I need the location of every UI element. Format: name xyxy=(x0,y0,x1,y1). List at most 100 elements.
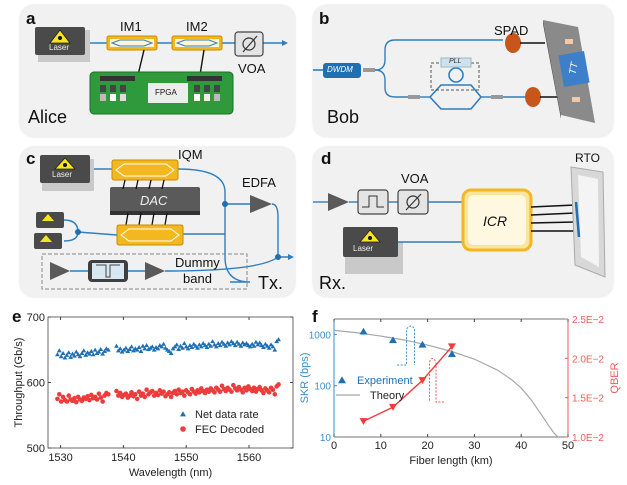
panel-letter: b xyxy=(319,9,330,28)
panel-b-bob: b DWDM PLL SPAD TT Bob xyxy=(313,5,613,137)
data-point-net-data-rate xyxy=(276,337,281,342)
data-point-net-data-rate xyxy=(223,343,229,348)
data-point-net-data-rate xyxy=(180,345,185,350)
data-point-net-data-rate xyxy=(176,346,182,352)
x-tick-label: 50 xyxy=(562,440,574,452)
y-left-tick-label: 1000 xyxy=(309,330,332,341)
legend-label-theory: Theory xyxy=(370,390,405,402)
legend-marker-experiment xyxy=(338,376,346,384)
data-point-net-data-rate xyxy=(206,341,212,346)
data-point-net-data-rate xyxy=(257,340,263,345)
data-point-fec-decoded xyxy=(98,395,104,400)
data-point-net-data-rate xyxy=(215,341,221,346)
data-point-fec-decoded xyxy=(73,399,79,405)
data-point-fec-decoded xyxy=(161,389,166,394)
x-tick-label: 1530 xyxy=(48,452,72,464)
x-tick-label: 10 xyxy=(375,440,387,452)
y-right-tick-label: 1.5E−2 xyxy=(572,394,604,405)
data-point-net-data-rate xyxy=(92,347,98,352)
experiment-data-point xyxy=(359,327,368,335)
data-point-fec-decoded xyxy=(244,388,249,393)
data-point-fec-decoded xyxy=(133,391,138,397)
im1-label: IM1 xyxy=(120,19,142,34)
wire xyxy=(137,49,145,76)
data-point-fec-decoded xyxy=(212,390,217,395)
fpga-label: FPGA xyxy=(155,88,177,97)
data-point-net-data-rate xyxy=(191,341,197,346)
im2-label: IM2 xyxy=(186,19,208,34)
data-point-net-data-rate xyxy=(70,351,75,356)
data-point-fec-decoded xyxy=(272,391,278,397)
data-point-net-data-rate xyxy=(249,341,255,346)
fpga-board-icon xyxy=(89,71,234,115)
panel-letter: d xyxy=(321,149,332,168)
y-right-axis-label: QBER xyxy=(609,362,621,393)
icr-label: ICR xyxy=(483,213,508,229)
laser-icon xyxy=(40,155,94,191)
data-point-net-data-rate xyxy=(151,347,157,352)
data-point-fec-decoded xyxy=(174,391,180,397)
time-tagger-icon xyxy=(543,20,595,123)
iqm-lower-icon xyxy=(116,224,184,246)
x-tick-label: 0 xyxy=(331,440,337,452)
data-point-fec-decoded xyxy=(197,390,202,395)
data-point-net-data-rate xyxy=(236,341,242,346)
data-point-fec-decoded xyxy=(240,390,246,395)
x-tick-label: 1560 xyxy=(237,452,261,464)
data-point-net-data-rate xyxy=(60,350,66,355)
tx-diagram xyxy=(34,155,294,290)
data-point-net-data-rate xyxy=(142,346,148,351)
data-point-net-data-rate xyxy=(270,344,276,349)
laser-label: Laser xyxy=(353,244,374,253)
dummy-band-label-1: Dummy xyxy=(175,255,220,270)
iqm-upper-icon xyxy=(111,159,179,181)
qber-data-point xyxy=(359,418,368,425)
wire xyxy=(199,49,205,76)
tt-label: TT xyxy=(567,61,581,76)
data-point-net-data-rate xyxy=(81,348,87,353)
data-point-net-data-rate xyxy=(96,349,102,354)
x-tick-label: 1550 xyxy=(174,452,198,464)
data-point-fec-decoded xyxy=(66,393,72,398)
data-point-net-data-rate xyxy=(221,341,227,346)
amplifier-icon xyxy=(50,262,70,280)
data-point-net-data-rate xyxy=(230,341,236,346)
data-point-net-data-rate xyxy=(138,348,144,353)
icr-output-wires xyxy=(530,204,576,232)
data-point-net-data-rate xyxy=(77,354,83,359)
pll-label: PLL xyxy=(449,58,462,65)
data-point-net-data-rate xyxy=(198,344,204,349)
qber-line xyxy=(363,346,453,422)
y-left-tick-label: 10 xyxy=(320,433,332,444)
interferometer-icon xyxy=(428,67,483,110)
data-point-net-data-rate xyxy=(88,348,94,353)
panel-c-tx: c Laser IQM DAC EDFA Dummy band Tx. xyxy=(20,147,295,297)
data-point-net-data-rate xyxy=(253,339,259,344)
x-axis-label: Wavelength (nm) xyxy=(129,467,212,479)
role-label: Rx. xyxy=(319,273,346,293)
data-point-net-data-rate xyxy=(73,349,79,354)
laser-label: Laser xyxy=(49,43,70,52)
data-point-net-data-rate xyxy=(56,348,62,353)
bandpass-filter-icon xyxy=(88,260,128,282)
data-point-net-data-rate xyxy=(62,355,68,360)
rto-oscilloscope-icon xyxy=(570,166,606,278)
data-point-net-data-rate xyxy=(90,352,96,357)
data-point-fec-decoded xyxy=(106,391,111,397)
rx-diagram xyxy=(313,166,606,278)
data-point-fec-decoded xyxy=(187,391,193,397)
data-point-net-data-rate xyxy=(232,343,238,348)
dummy-band-label-2: band xyxy=(183,271,212,286)
voa-icon xyxy=(397,189,429,215)
pll-box xyxy=(430,57,480,91)
data-point-net-data-rate xyxy=(195,345,200,350)
data-point-net-data-rate xyxy=(68,354,74,359)
data-point-net-data-rate xyxy=(247,344,253,349)
theory-line xyxy=(333,329,559,438)
data-point-net-data-rate xyxy=(58,354,64,359)
data-point-fec-decoded xyxy=(182,393,187,398)
alice-diagram xyxy=(35,27,288,115)
data-point-fec-decoded xyxy=(58,399,64,404)
panel-d-rx: d VOA ICR RTO Laser Rx. xyxy=(313,147,613,297)
data-point-fec-decoded xyxy=(142,394,148,400)
